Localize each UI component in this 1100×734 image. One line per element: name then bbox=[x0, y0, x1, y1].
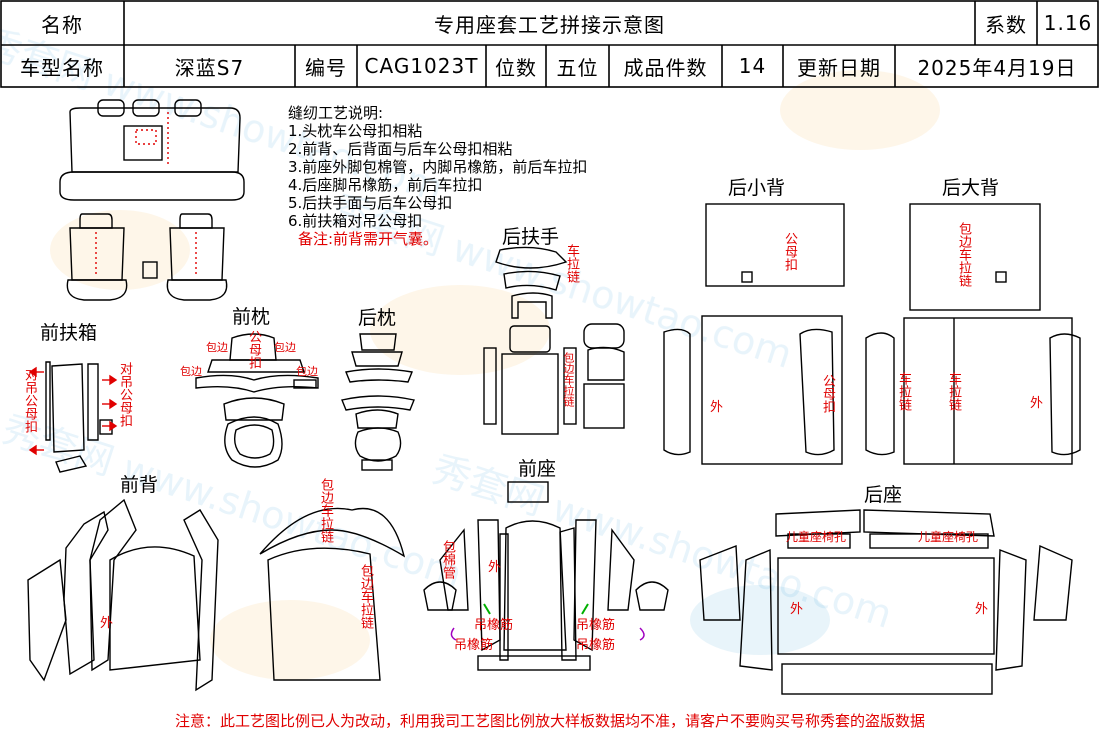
annotation-outer-big-back: 外 bbox=[1030, 396, 1044, 411]
annotation-elastic-4: 吊橡筋 bbox=[576, 638, 616, 653]
section-label-front-back: 前背 bbox=[120, 474, 159, 496]
annotation-outer-small-back: 外 bbox=[710, 400, 724, 415]
section-label-rear-big-back: 后大背 bbox=[942, 177, 1000, 199]
model-value: 深蓝S7 bbox=[174, 55, 245, 80]
seats-value: 五位 bbox=[556, 55, 599, 80]
front-headrest-pieces bbox=[195, 333, 319, 468]
front-armrest-pieces bbox=[45, 361, 113, 473]
annotation-pair-snap-right: 对吊公母扣 bbox=[117, 362, 132, 427]
rear-seat-pieces bbox=[699, 509, 1073, 695]
annotation-snap-rear-small-back: 公母扣 bbox=[782, 232, 797, 271]
name-label: 名称 bbox=[41, 12, 83, 37]
annotation-edge-zip-front-back-2: 包边车拉链 bbox=[358, 564, 373, 629]
section-label-rear-armrest: 后扶手 bbox=[502, 226, 560, 248]
seat-overview-thumbnail bbox=[59, 99, 245, 301]
annotation-outer-front-seat: 外 bbox=[488, 560, 502, 575]
annotation-zip-big-back-right: 车拉链 bbox=[946, 372, 961, 411]
section-label-rear-headrest: 后枕 bbox=[358, 307, 397, 329]
rear-headrest-pieces bbox=[341, 333, 415, 471]
annotation-zip-rear-armrest: 车拉链 bbox=[564, 244, 579, 283]
annotation-foam-tube: 包棉管 bbox=[440, 540, 455, 579]
annotation-elastic-2: 吊橡筋 bbox=[454, 638, 494, 653]
pieces-label: 成品件数 bbox=[623, 55, 708, 80]
rear-big-back-pieces bbox=[865, 203, 1081, 465]
instruction-item: 6.前扶箱对吊公母扣 bbox=[288, 212, 423, 230]
annotation-edge-zip-front-back: 包边车拉链 bbox=[318, 478, 333, 543]
annotation-elastic-1: 吊橡筋 bbox=[474, 618, 514, 633]
header-grid bbox=[0, 0, 1099, 88]
section-label-rear-small-back: 后小背 bbox=[728, 177, 786, 199]
instruction-item: 4.后座脚吊橡筋，前后车拉扣 bbox=[288, 176, 483, 194]
update-label: 更新日期 bbox=[797, 55, 881, 80]
section-label-rear-seat: 后座 bbox=[864, 484, 903, 506]
annotation-edge-4: 包边 bbox=[296, 365, 318, 378]
annotation-pair-snap-left: 对吊公母扣 bbox=[22, 368, 37, 433]
rear-armrest-pieces bbox=[483, 246, 625, 435]
annotation-snap-front-headrest: 公母扣 bbox=[246, 330, 261, 369]
annotation-zip-big-back-left: 车拉链 bbox=[896, 372, 911, 411]
instruction-item: 5.后扶手面与后车公母扣 bbox=[288, 194, 453, 212]
section-label-front-seat: 前座 bbox=[518, 458, 557, 480]
annotation-outer-rear-seat-1: 外 bbox=[790, 602, 804, 617]
annotation-snap-rear-small-back-2: 公母扣 bbox=[820, 374, 835, 413]
coef-value: 1.16 bbox=[1043, 11, 1093, 35]
sewing-instructions: 缝纫工艺说明: 1.头枕车公母扣相粘 2.前背、后背面与后车公母扣相粘 3.前座… bbox=[288, 104, 587, 248]
front-back-pieces bbox=[27, 498, 406, 692]
footer-warning: 注意：此工艺图比例已人为改动，利用我司工艺图比例放大样板数据均不准，请客户不要购… bbox=[174, 712, 925, 730]
annotation-child-seat-2: 儿童座椅孔 bbox=[918, 530, 979, 544]
instruction-item: 3.前座外脚包棉管，内脚吊橡筋，前后车拉扣 bbox=[288, 158, 588, 176]
annotation-outer-rear-seat-2: 外 bbox=[975, 602, 989, 617]
annotation-edge-3: 包边 bbox=[180, 365, 202, 378]
seats-label: 位数 bbox=[495, 55, 537, 80]
coef-label: 系数 bbox=[985, 12, 1027, 37]
annotation-edge-zip-big-back: 包边车拉链 bbox=[956, 222, 971, 287]
update-value: 2025年4月19日 bbox=[917, 55, 1077, 80]
instructions-heading: 缝纫工艺说明: bbox=[288, 104, 384, 122]
instruction-item: 1.头枕车公母扣相粘 bbox=[288, 122, 423, 140]
rear-small-back-pieces bbox=[663, 203, 845, 465]
section-label-front-headrest: 前枕 bbox=[232, 306, 271, 328]
page-title: 专用座套工艺拼接示意图 bbox=[434, 12, 665, 37]
annotation-child-seat-1: 儿童座椅孔 bbox=[786, 530, 847, 544]
pieces-value: 14 bbox=[738, 54, 767, 78]
section-label-front-armrest: 前扶箱 bbox=[40, 322, 98, 344]
instruction-item: 2.前背、后背面与后车公母扣相粘 bbox=[288, 140, 513, 158]
annotation-edge-1: 包边 bbox=[206, 341, 228, 354]
annotation-outer-front-back: 外 bbox=[100, 616, 114, 631]
code-value: CAG1023T bbox=[364, 54, 479, 78]
annotation-elastic-3: 吊橡筋 bbox=[576, 618, 616, 633]
annotation-edge-2: 包边 bbox=[274, 341, 296, 354]
code-label: 编号 bbox=[305, 55, 347, 80]
model-label: 车型名称 bbox=[20, 55, 104, 80]
front-seat-pieces bbox=[423, 481, 669, 671]
instructions-note: 备注:前背需开气囊。 bbox=[298, 230, 439, 248]
annotation-edge-zip-rear-armrest: 包边车拉链 bbox=[562, 352, 575, 407]
